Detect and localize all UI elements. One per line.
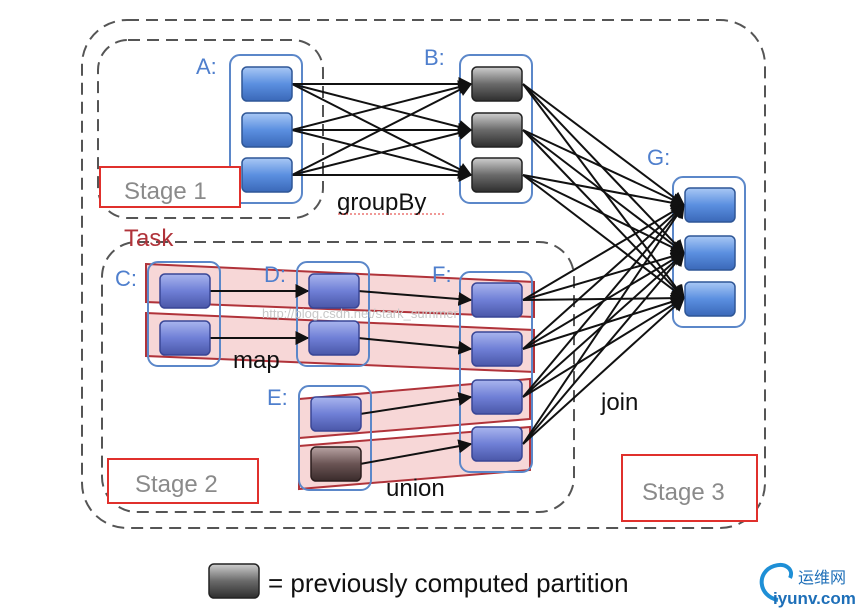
rdd-label-f: F: [432, 262, 452, 287]
op-groupby: groupBy [337, 189, 426, 216]
partition-e2 [310, 446, 362, 482]
rdd-label-g: G: [647, 145, 670, 170]
partition-g3 [684, 281, 736, 317]
stage-labels: Stage 1 Stage 2 Stage 3 [99, 166, 758, 522]
partition-a1 [241, 66, 293, 102]
op-map: map [233, 347, 280, 374]
logo-swirl-icon [759, 563, 793, 602]
partition-g2 [684, 235, 736, 271]
partition-a3 [241, 157, 293, 193]
rdd-c-box [147, 261, 221, 367]
partition-g1 [684, 187, 736, 223]
partition-f4 [471, 426, 523, 462]
partitions [159, 66, 736, 482]
partition-b2 [471, 112, 523, 148]
partition-d2 [308, 320, 360, 356]
legend-swatch [208, 563, 260, 599]
stage2-boundary [101, 241, 575, 513]
stage2-label: Stage 2 [135, 471, 218, 498]
partition-f3 [471, 379, 523, 415]
stage3-boundary [81, 19, 766, 529]
dependency-arrows [210, 77, 686, 465]
rdd-label-c: C: [115, 266, 137, 291]
partition-a2 [241, 112, 293, 148]
rdd-label-d: D: [264, 262, 286, 287]
partition-b1 [471, 66, 523, 102]
legend: = previously computed partition [208, 563, 629, 599]
site-logo: 运维网 iyunv.com [759, 563, 856, 608]
stage3-label: Stage 3 [642, 479, 725, 506]
partition-f2 [471, 331, 523, 367]
partition-f1 [471, 282, 523, 318]
partition-e1 [310, 396, 362, 432]
rdd-labels: A: B: C: D: E: F: G: [115, 45, 670, 410]
rdd-label-e: E: [267, 385, 288, 410]
partition-c2 [159, 320, 211, 356]
rdd-label-b: B: [424, 45, 445, 70]
rdd-f-box [459, 271, 533, 473]
stage1-label: Stage 1 [124, 178, 207, 205]
task-label: Task [124, 225, 174, 252]
op-join: join [600, 389, 638, 416]
rdd-d-box [296, 261, 370, 367]
partition-d1 [308, 273, 360, 309]
partition-c1 [159, 273, 211, 309]
partition-b3 [471, 157, 523, 193]
logo-cn: 运维网 [798, 569, 846, 587]
legend-text: = previously computed partition [268, 568, 629, 598]
op-union: union [386, 475, 445, 502]
operation-labels: groupBy map union join [233, 189, 638, 502]
logo-url: iyunv.com [773, 589, 856, 608]
watermark: http://blog.csdn.net/stark_summer [262, 306, 458, 321]
rdd-label-a: A: [196, 54, 217, 79]
rdd-e-box [298, 385, 372, 491]
